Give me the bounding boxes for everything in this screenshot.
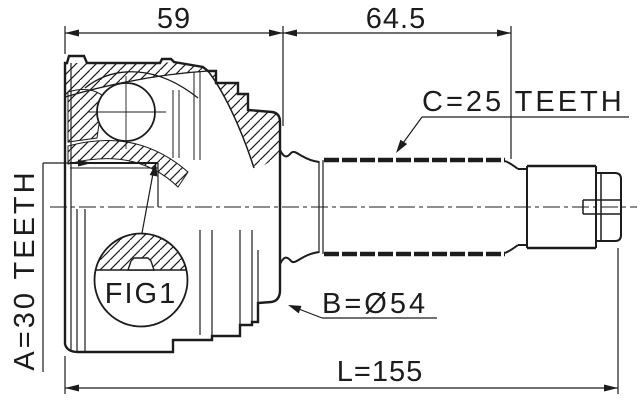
fig1-label: FIG1 (105, 278, 177, 310)
dimension-body-width: 59 (64, 3, 284, 126)
fig1-leader-arrow (149, 163, 158, 177)
leader-arrow (78, 159, 92, 167)
arrow-right (604, 384, 618, 392)
spline-shaft (318, 157, 527, 257)
stub-outline (596, 172, 622, 242)
arrow-left (65, 384, 79, 392)
dim-length-label: L=155 (337, 356, 423, 388)
arrow-left (65, 29, 79, 37)
boot-groove-neck (279, 149, 320, 265)
leader-arrow (396, 139, 408, 153)
fig1-detail: FIG1 (93, 163, 189, 328)
neck-top-edge (279, 149, 320, 163)
cavity-arc (64, 70, 209, 98)
c-teeth-label: C=25 TEETH (422, 86, 625, 118)
inner-bore (70, 162, 159, 207)
spline-end-chamfer-top (504, 160, 519, 170)
dimension-shaft-length: 64.5 (283, 3, 512, 159)
arrow-right (497, 29, 511, 37)
dimension-overall-length: L=155 (64, 248, 619, 394)
arrow-right (269, 29, 283, 37)
spline-end-chamfer-bottom (504, 244, 519, 254)
outer-race-body (63, 54, 282, 354)
wall-inner-curve (207, 70, 255, 169)
inner-race-left-wedge (67, 88, 104, 143)
outer-race-back-wall (208, 71, 280, 168)
fig1-leader-line (141, 167, 155, 234)
cage-arc (84, 71, 199, 99)
callout-inner-spline-teeth: A=30 TEETH (9, 159, 92, 372)
body-step-lines (76, 209, 259, 351)
ball-bearing (88, 76, 166, 149)
callout-body-diameter: B=Ø54 (288, 288, 437, 320)
a-teeth-label: A=30 TEETH (9, 169, 41, 370)
b-diameter-label: B=Ø54 (322, 288, 428, 320)
fig1-spline-tooth (127, 257, 155, 271)
dim-59-label: 59 (157, 3, 191, 35)
neck-bottom-edge (279, 251, 320, 265)
callout-outer-spline-teeth: C=25 TEETH (396, 86, 629, 153)
inner-race-lower-band (67, 140, 189, 188)
arrow-left (283, 29, 297, 37)
dim-64-5-label: 64.5 (366, 3, 426, 35)
leader-arrow (288, 305, 302, 314)
